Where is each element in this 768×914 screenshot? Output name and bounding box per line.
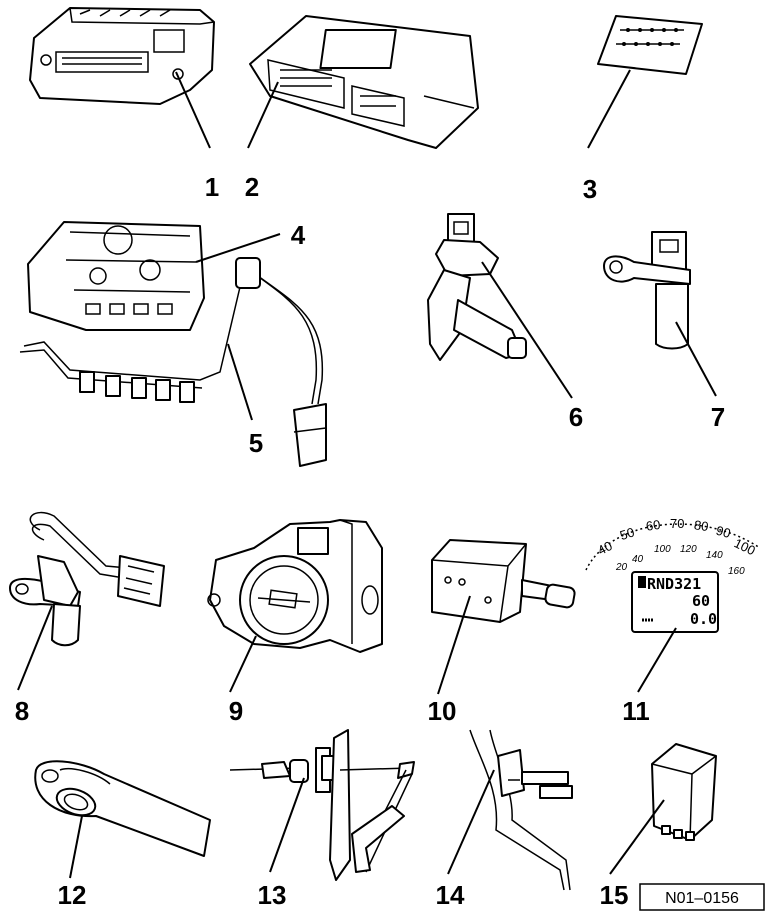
- scale-sublabel: 140: [706, 550, 723, 561]
- callout-2: 2: [245, 172, 259, 202]
- callout-8: 8: [15, 696, 29, 726]
- scale-label: 100: [732, 535, 758, 558]
- display-line2: 60: [692, 592, 710, 610]
- part-11-speedometer: 40 50 60 70 80 90 100 20 40 100 120 140 …: [585, 516, 761, 693]
- callout-11: 11: [622, 696, 650, 726]
- callout-numbers: 1 2 3 4 5 6 7 8 9 10 11 12 13 14 15: [15, 172, 725, 910]
- reference-code-box: N01–0156: [639, 883, 765, 911]
- scale-label: 40: [595, 538, 615, 558]
- scale-label: 50: [618, 524, 636, 543]
- part-6-speed-sender: [427, 213, 573, 399]
- scale-sublabel: 160: [728, 566, 745, 577]
- callout-9: 9: [229, 696, 243, 726]
- part-14-connector: [447, 729, 573, 891]
- part-3-plate: [587, 15, 703, 149]
- part-9-throttle-body: [207, 519, 383, 693]
- callout-14: 14: [436, 880, 465, 910]
- callout-1: 1: [205, 172, 219, 202]
- scale-label: 80: [693, 517, 709, 534]
- part-15-relay: [609, 743, 717, 875]
- callout-4: 4: [291, 220, 306, 250]
- callout-6: 6: [569, 402, 583, 432]
- part-1-control-unit: [29, 7, 215, 149]
- callout-3: 3: [583, 174, 597, 204]
- part-10-solenoid: [431, 539, 576, 695]
- scale-sublabel: 120: [680, 544, 697, 555]
- part-2-engine-control-module: [247, 15, 479, 149]
- display-line3: 0.0: [690, 610, 717, 628]
- part-4-valve-body: [27, 221, 281, 331]
- part-8-sensor: [9, 511, 165, 691]
- scale-label: 90: [714, 523, 732, 541]
- part-13-pedal-switch: [229, 729, 415, 881]
- scale-label: 60: [645, 517, 661, 534]
- display-indicator-block: [638, 576, 646, 588]
- reference-code: N01–0156: [665, 890, 739, 907]
- scale-label: 70: [670, 516, 684, 531]
- part-7-sensor: [603, 231, 717, 397]
- scale-sublabel: 100: [654, 544, 671, 555]
- callout-13: 13: [258, 880, 287, 910]
- callout-7: 7: [711, 402, 725, 432]
- scale-sublabel: 40: [632, 554, 644, 565]
- display-gear: RND321: [647, 575, 701, 593]
- callout-5: 5: [249, 428, 263, 458]
- callout-15: 15: [600, 880, 629, 910]
- callout-10: 10: [428, 696, 457, 726]
- scale-sublabel: 20: [615, 562, 628, 573]
- part-5-wiring-harness: [19, 257, 327, 467]
- callout-12: 12: [58, 880, 87, 910]
- part-12-lever-switch: [34, 760, 211, 879]
